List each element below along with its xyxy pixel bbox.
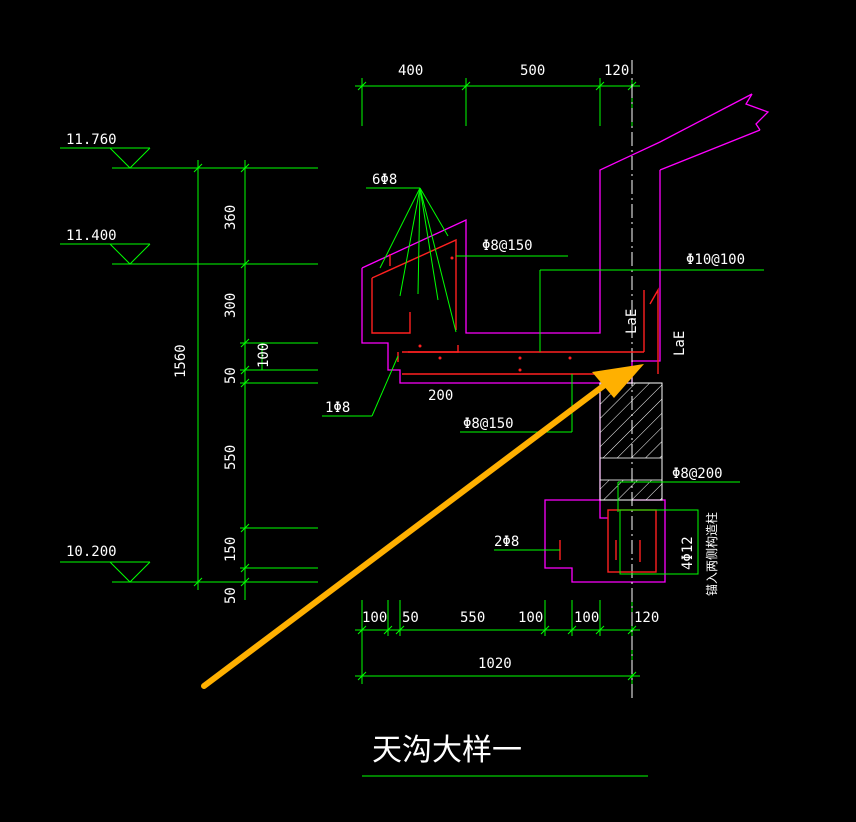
rebar-slab (402, 287, 659, 375)
dim-top-500: 500 (520, 63, 545, 79)
label-phi8-150-top: Φ8@150 (482, 238, 533, 254)
label-4phi12: 4Φ12 (680, 536, 696, 570)
dim-150: 150 (223, 537, 239, 562)
vertical-dimension-chain (193, 160, 318, 600)
rebar-dots (418, 256, 572, 372)
label-1phi8: 1Φ8 (325, 400, 350, 416)
label-phi10-100: Φ10@100 (686, 252, 745, 268)
elevation-label-top: 11.760 (66, 132, 117, 148)
wall-outline (599, 382, 663, 501)
dim-bottom-50: 50 (402, 610, 419, 626)
dim-360: 360 (223, 205, 239, 230)
top-dimension-chain (355, 78, 640, 126)
dim-550: 550 (223, 445, 239, 470)
dim-50-lower: 50 (223, 587, 239, 604)
gutter-outline (361, 93, 770, 583)
dim-bottom-100b: 100 (518, 610, 543, 626)
label-phi8-150-bottom: Φ8@150 (463, 416, 514, 432)
label-lae-1: LaE (624, 309, 640, 334)
wall-hatch-lower (599, 479, 663, 501)
elevation-label-mid: 11.400 (66, 228, 117, 244)
elevation-marker-bottom: 10.200 (60, 544, 318, 583)
dim-50-upper: 50 (223, 367, 239, 384)
label-anchor-note: 锚入两侧构造柱 (704, 512, 719, 596)
dim-300: 300 (223, 293, 239, 318)
leader-phi10-100 (539, 269, 764, 352)
label-phi8-200: Φ8@200 (672, 466, 723, 482)
dim-top-120: 120 (604, 63, 629, 79)
annotation-arrow (201, 364, 644, 689)
drawing-title: 天沟大样一 (372, 733, 522, 768)
elevation-label-bottom: 10.200 (66, 544, 117, 560)
dim-top-400: 400 (398, 63, 423, 79)
leader-phi8-150-bottom (460, 374, 573, 433)
dim-100: 100 (256, 343, 272, 368)
leader-6phi8 (366, 187, 457, 333)
dim-total-height: 1560 (173, 344, 189, 378)
dim-bottom-100a: 100 (362, 610, 387, 626)
dim-bottom-100c: 100 (574, 610, 599, 626)
elevation-marker-top: 11.760 (60, 132, 318, 169)
elevation-marker-mid: 11.400 (60, 228, 318, 265)
leader-phi8-200 (617, 481, 740, 512)
leader-4phi12 (619, 509, 699, 575)
leader-1phi8 (322, 355, 399, 417)
label-2phi8: 2Φ8 (494, 534, 519, 550)
dim-total-width: 1020 (478, 656, 512, 672)
rebar-beam (559, 509, 657, 573)
dim-bottom-120: 120 (634, 610, 659, 626)
wall-hatch-upper (599, 382, 663, 459)
label-6phi8: 6Φ8 (372, 172, 397, 188)
label-200: 200 (428, 388, 453, 404)
label-lae-2: LaE (672, 331, 688, 356)
dim-bottom-550: 550 (460, 610, 485, 626)
